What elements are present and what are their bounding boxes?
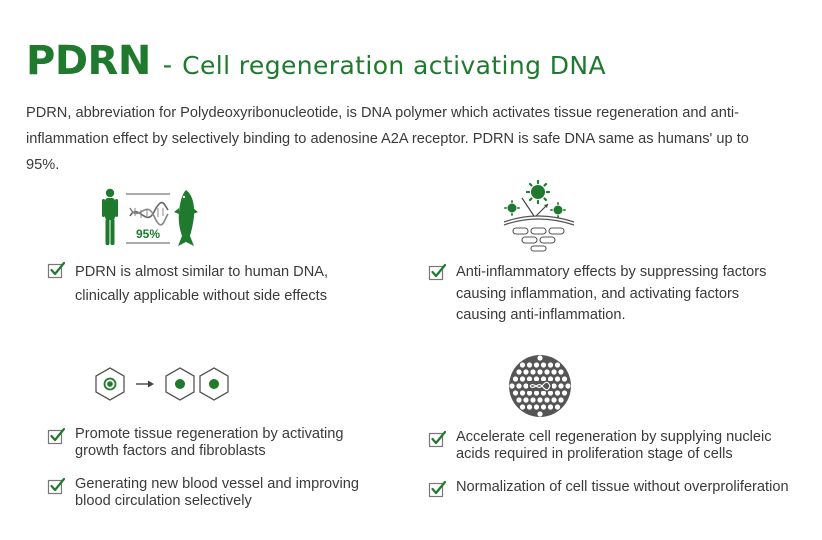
feature-text: Anti-inflammatory effects by suppressing… xyxy=(456,264,767,323)
feature-item: Promote tissue regeneration by activatin… xyxy=(47,426,377,460)
cell-regeneration-icon xyxy=(95,367,229,401)
human-salmon-dna-icon: 95% xyxy=(102,188,198,246)
feature-item: Anti-inflammatory effects by suppressing… xyxy=(428,262,788,327)
intro-paragraph: PDRN, abbreviation for Polydeoxyribonucl… xyxy=(26,105,749,173)
nucleic-acid-cell-icon xyxy=(509,355,571,417)
checkbox-check-icon xyxy=(428,480,447,498)
feature-item: PDRN is almost similar to human DNA, cli… xyxy=(47,260,377,308)
feature-text: Normalization of cell tissue without ove… xyxy=(456,479,789,495)
feature-item: Normalization of cell tissue without ove… xyxy=(428,479,808,499)
feature-item: Generating new blood vessel and improvin… xyxy=(47,476,387,510)
title-subtitle: Cell regeneration activating DNA xyxy=(182,51,607,80)
page-title: PDRN - Cell regeneration activating DNA xyxy=(26,38,606,84)
feature-text: Generating new blood vessel and improvin… xyxy=(75,476,359,509)
similarity-percent: 95% xyxy=(136,227,160,241)
feature-item: Accelerate cell regeneration by supplyin… xyxy=(428,429,798,463)
feature-text: Promote tissue regeneration by activatin… xyxy=(75,426,344,459)
checkbox-check-icon xyxy=(47,427,66,445)
inflammation-cells-icon xyxy=(503,180,575,252)
title-separator: - xyxy=(162,49,173,80)
feature-text: PDRN is almost similar to human DNA, cli… xyxy=(75,264,329,304)
title-brand: PDRN xyxy=(26,38,151,84)
checkbox-check-icon xyxy=(47,477,66,495)
feature-text: Accelerate cell regeneration by supplyin… xyxy=(456,429,772,462)
checkbox-check-icon xyxy=(47,261,66,279)
checkbox-check-icon xyxy=(428,430,447,448)
checkbox-check-icon xyxy=(428,263,447,281)
